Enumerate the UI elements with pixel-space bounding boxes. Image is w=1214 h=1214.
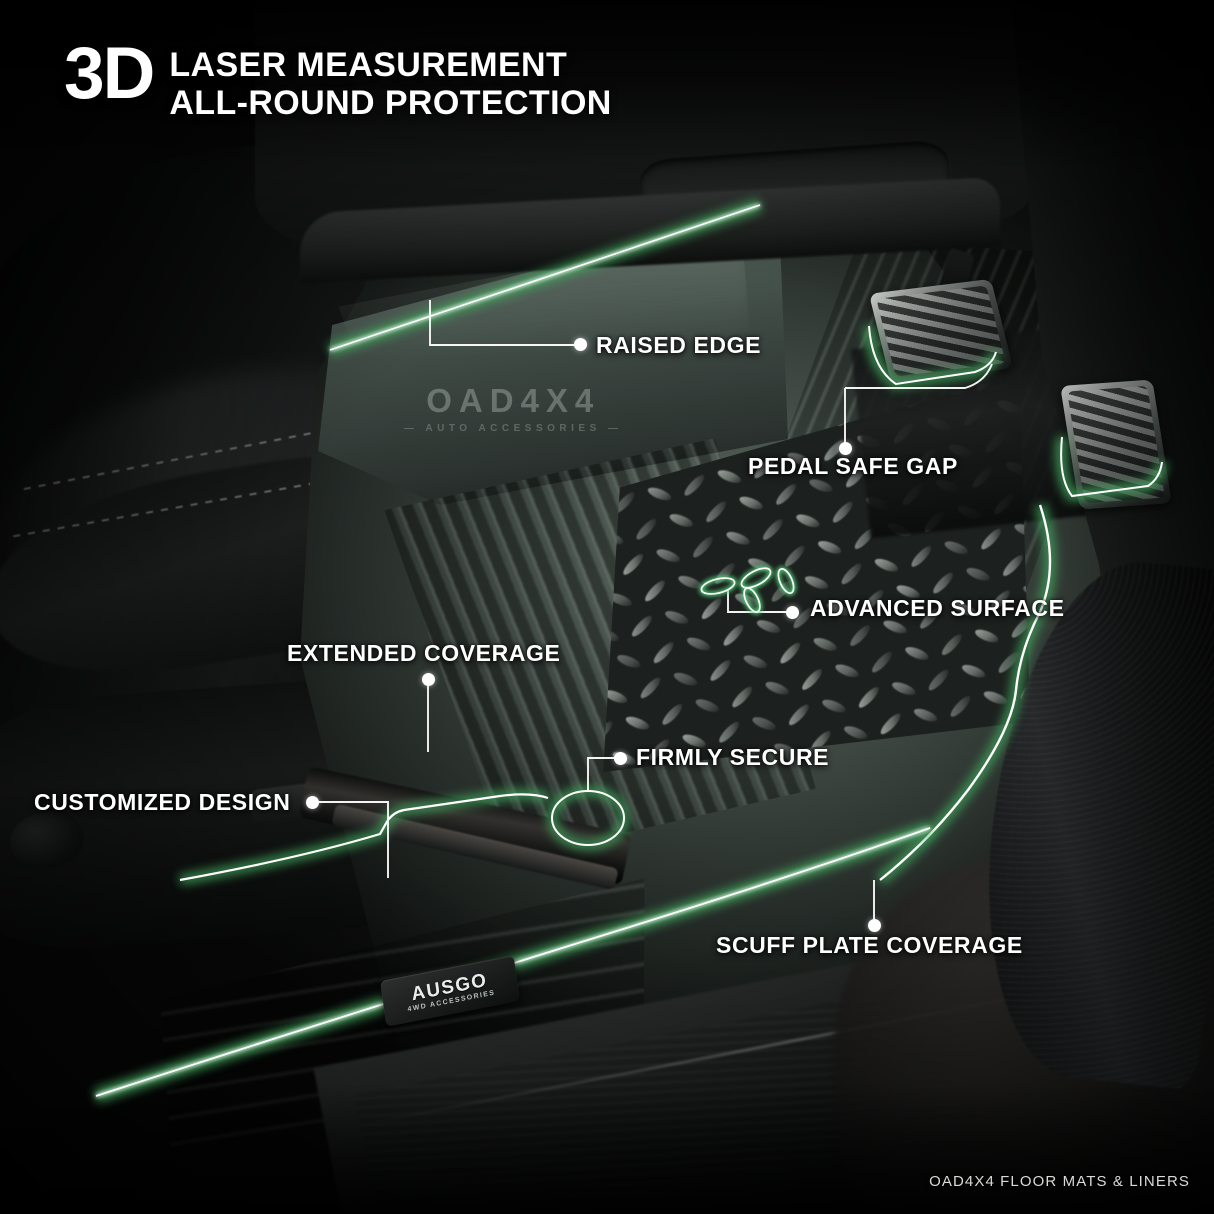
callout-label-pedal-safe-gap: PEDAL SAFE GAP (748, 453, 958, 479)
callout-label-customized-design: CUSTOMIZED DESIGN (34, 789, 291, 815)
callout-label-advanced-surface: ADVANCED SURFACE (810, 595, 1065, 621)
callout-dot-advanced-surface (786, 606, 799, 619)
callout-dot-extended-coverage (422, 673, 435, 686)
headline-line-1: LASER MEASUREMENT (169, 46, 568, 84)
callout-dot-pedal-safe-gap (839, 442, 852, 455)
headline-3d-badge: 3D (64, 33, 155, 114)
callout-label-raised-edge: RAISED EDGE (596, 332, 762, 358)
callout-dot-firmly-secure (614, 752, 627, 765)
brake-pedal (868, 278, 1014, 384)
callout-dot-raised-edge (574, 338, 587, 351)
accelerator-pedal-grip (1067, 385, 1165, 504)
callout-label-extended-coverage: EXTENDED COVERAGE (287, 640, 561, 666)
callout-dot-scuff-plate-coverage (868, 919, 881, 932)
headline-line-2: ALL-ROUND PROTECTION (169, 84, 612, 123)
footer-caption: OAD4X4 FLOOR MATS & LINERS (929, 1173, 1190, 1190)
accelerator-pedal (1060, 379, 1172, 510)
headline-lines: LASER MEASUREMENT ALL-ROUND PROTECTION (169, 40, 611, 122)
brake-pedal-grip (876, 285, 1006, 377)
callout-label-scuff-plate-coverage: SCUFF PLATE COVERAGE (716, 932, 1023, 958)
callout-label-firmly-secure: FIRMLY SECURE (636, 744, 830, 770)
headline-block: 3D LASER MEASUREMENT ALL-ROUND PROTECTIO… (64, 33, 612, 122)
callout-dot-customized-design (306, 796, 319, 809)
